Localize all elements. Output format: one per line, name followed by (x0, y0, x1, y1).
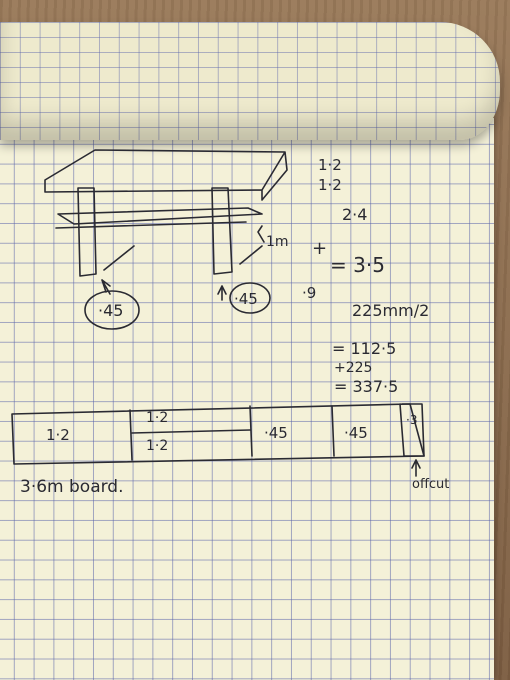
board-caption: 3·6m board. (20, 477, 124, 497)
board-segment-5: ·45 (344, 424, 368, 442)
calc-line-7: +225 (334, 360, 372, 376)
board-segment-4: ·45 (264, 424, 288, 442)
height-arrow (257, 225, 265, 243)
offcut-label: offcut (412, 477, 449, 492)
board-segment-3: 1·2 (146, 438, 168, 454)
calc-line-3: 2·4 (342, 205, 367, 224)
board-segment-1: 1·2 (46, 426, 70, 444)
bench-rail-sketch (55, 207, 263, 229)
board-segment-2: 1·2 (146, 410, 168, 426)
leg-front-right-label: ·45 (234, 290, 258, 308)
depth-label: ·9 (302, 284, 316, 302)
bench-leg-right (211, 187, 233, 275)
calc-line-5: 225mm/2 (352, 301, 429, 320)
grid-notepad-page (0, 118, 494, 680)
bench-leg-left (77, 187, 97, 277)
height-label: 1m (266, 234, 289, 250)
offcut-arrow (411, 459, 421, 477)
circle-leg-left (84, 290, 140, 330)
calc-plus: + (312, 238, 327, 259)
leg-front-left-label: ·45 (98, 301, 123, 320)
curled-page-top (0, 22, 500, 140)
calc-line-2: 1·2 (318, 176, 342, 194)
calc-line-8: = 337·5 (334, 377, 398, 396)
calc-line-6: = 112·5 (332, 339, 396, 358)
calc-line-1: 1·2 (318, 156, 342, 174)
board-segment-6: ·3 (406, 413, 417, 427)
bench-top-sketch (44, 149, 288, 201)
circle-leg-right (229, 282, 271, 314)
calc-line-4: = 3·5 (330, 253, 385, 277)
